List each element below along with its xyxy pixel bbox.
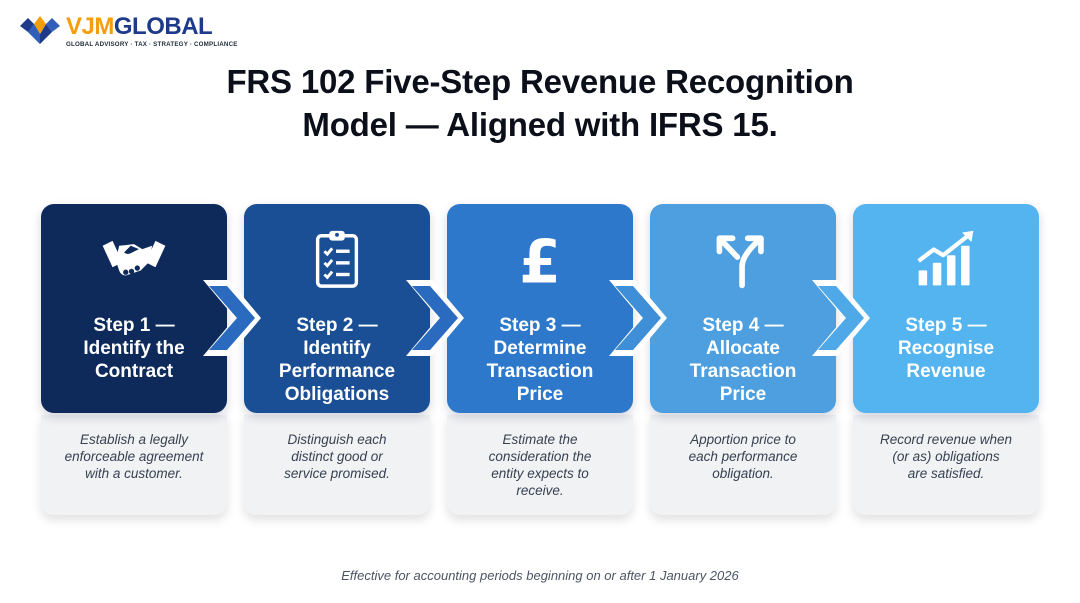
step-4-description: Apportion price to each performance obli… (650, 415, 836, 515)
pound-sign-icon: £ (507, 226, 573, 292)
step-3-description: Estimate the consideration the entity ex… (447, 415, 633, 515)
checklist-clipboard-icon (304, 226, 370, 292)
brand-tagline: GLOBAL ADVISORY · TAX · STRATEGY · COMPL… (66, 41, 238, 48)
page-title-line2: Model — Aligned with IFRS 15. (302, 106, 778, 143)
step-4: Step 4 — Allocate Transaction Price Appo… (650, 204, 836, 515)
step-4-label: Step 4 — Allocate Transaction Price (689, 315, 797, 405)
page-title: FRS 102 Five-Step Revenue Recognition Mo… (0, 60, 1080, 146)
step-5-label: Step 5 — Recognise Revenue (897, 315, 995, 382)
step-1-card: Step 1 — Identify the Contract (41, 204, 227, 413)
split-arrow-icon (710, 226, 776, 292)
brand-name-part1: VJM (66, 13, 114, 40)
step-1-label: Step 1 — Identify the Contract (83, 315, 185, 382)
step-1: Step 1 — Identify the Contract Establish… (41, 204, 227, 515)
step-5-description: Record revenue when (or as) obligations … (853, 415, 1039, 515)
footer-note: Effective for accounting periods beginni… (341, 568, 739, 583)
step-2-description: Distinguish each distinct good or servic… (244, 415, 430, 515)
brand-name: VJMGLOBAL (66, 14, 238, 40)
chevron-right-icon (406, 280, 464, 356)
step-3-label: Step 3 — Determine Transaction Price (486, 315, 594, 405)
step-2: Step 2 — Identify Performance Obligation… (244, 204, 430, 515)
step-1-description: Establish a legally enforceable agreemen… (41, 415, 227, 515)
step-4-card: Step 4 — Allocate Transaction Price (650, 204, 836, 413)
vjm-logo-icon (20, 16, 60, 44)
chevron-right-icon (812, 280, 870, 356)
step-3-card: £ Step 3 — Determine Transaction Price (447, 204, 633, 413)
step-5: Step 5 — Recognise Revenue Record revenu… (853, 204, 1039, 515)
step-3: £ Step 3 — Determine Transaction Price E… (447, 204, 633, 515)
chevron-right-icon (609, 280, 667, 356)
step-2-label: Step 2 — Identify Performance Obligation… (278, 315, 396, 405)
brand-name-part2: GLOBAL (113, 13, 213, 40)
chevron-right-icon (203, 280, 261, 356)
step-5-card: Step 5 — Recognise Revenue (853, 204, 1039, 413)
page-title-line1: FRS 102 Five-Step Revenue Recognition (226, 63, 854, 100)
handshake-icon (101, 226, 167, 292)
brand-logo: VJMGLOBAL GLOBAL ADVISORY · TAX · STRATE… (20, 14, 238, 48)
svg-text:£: £ (519, 228, 561, 290)
step-2-card: Step 2 — Identify Performance Obligation… (244, 204, 430, 413)
growth-chart-icon (913, 226, 979, 292)
